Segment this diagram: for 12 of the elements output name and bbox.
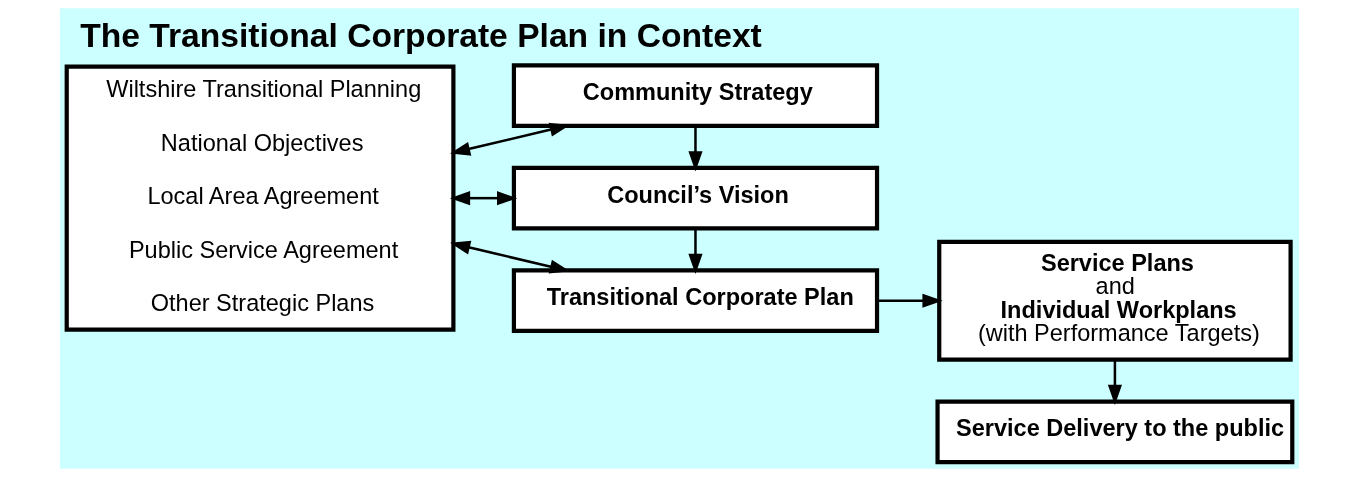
arrow: [449, 191, 518, 206]
node-box: Transitional Corporate Plan: [511, 268, 880, 334]
arrow: [1107, 360, 1122, 405]
node-box: Service Delivery to the public: [935, 399, 1295, 465]
arrow: [688, 126, 703, 172]
node-box: Community Strategy: [511, 63, 880, 128]
arrow: [877, 293, 943, 308]
node-box: Wiltshire Transitional Planning National Objectives Local Area Agreement Public Service Agreement Other Strategic Plans: [64, 64, 456, 332]
arrow: [688, 228, 703, 275]
node-box: Service Plans and Individual Workplans (with Performance Targets): [937, 239, 1293, 362]
node-box: Council’s Vision: [511, 165, 880, 231]
diagram-title: The Transitional Corporate Plan in Context: [80, 16, 762, 54]
